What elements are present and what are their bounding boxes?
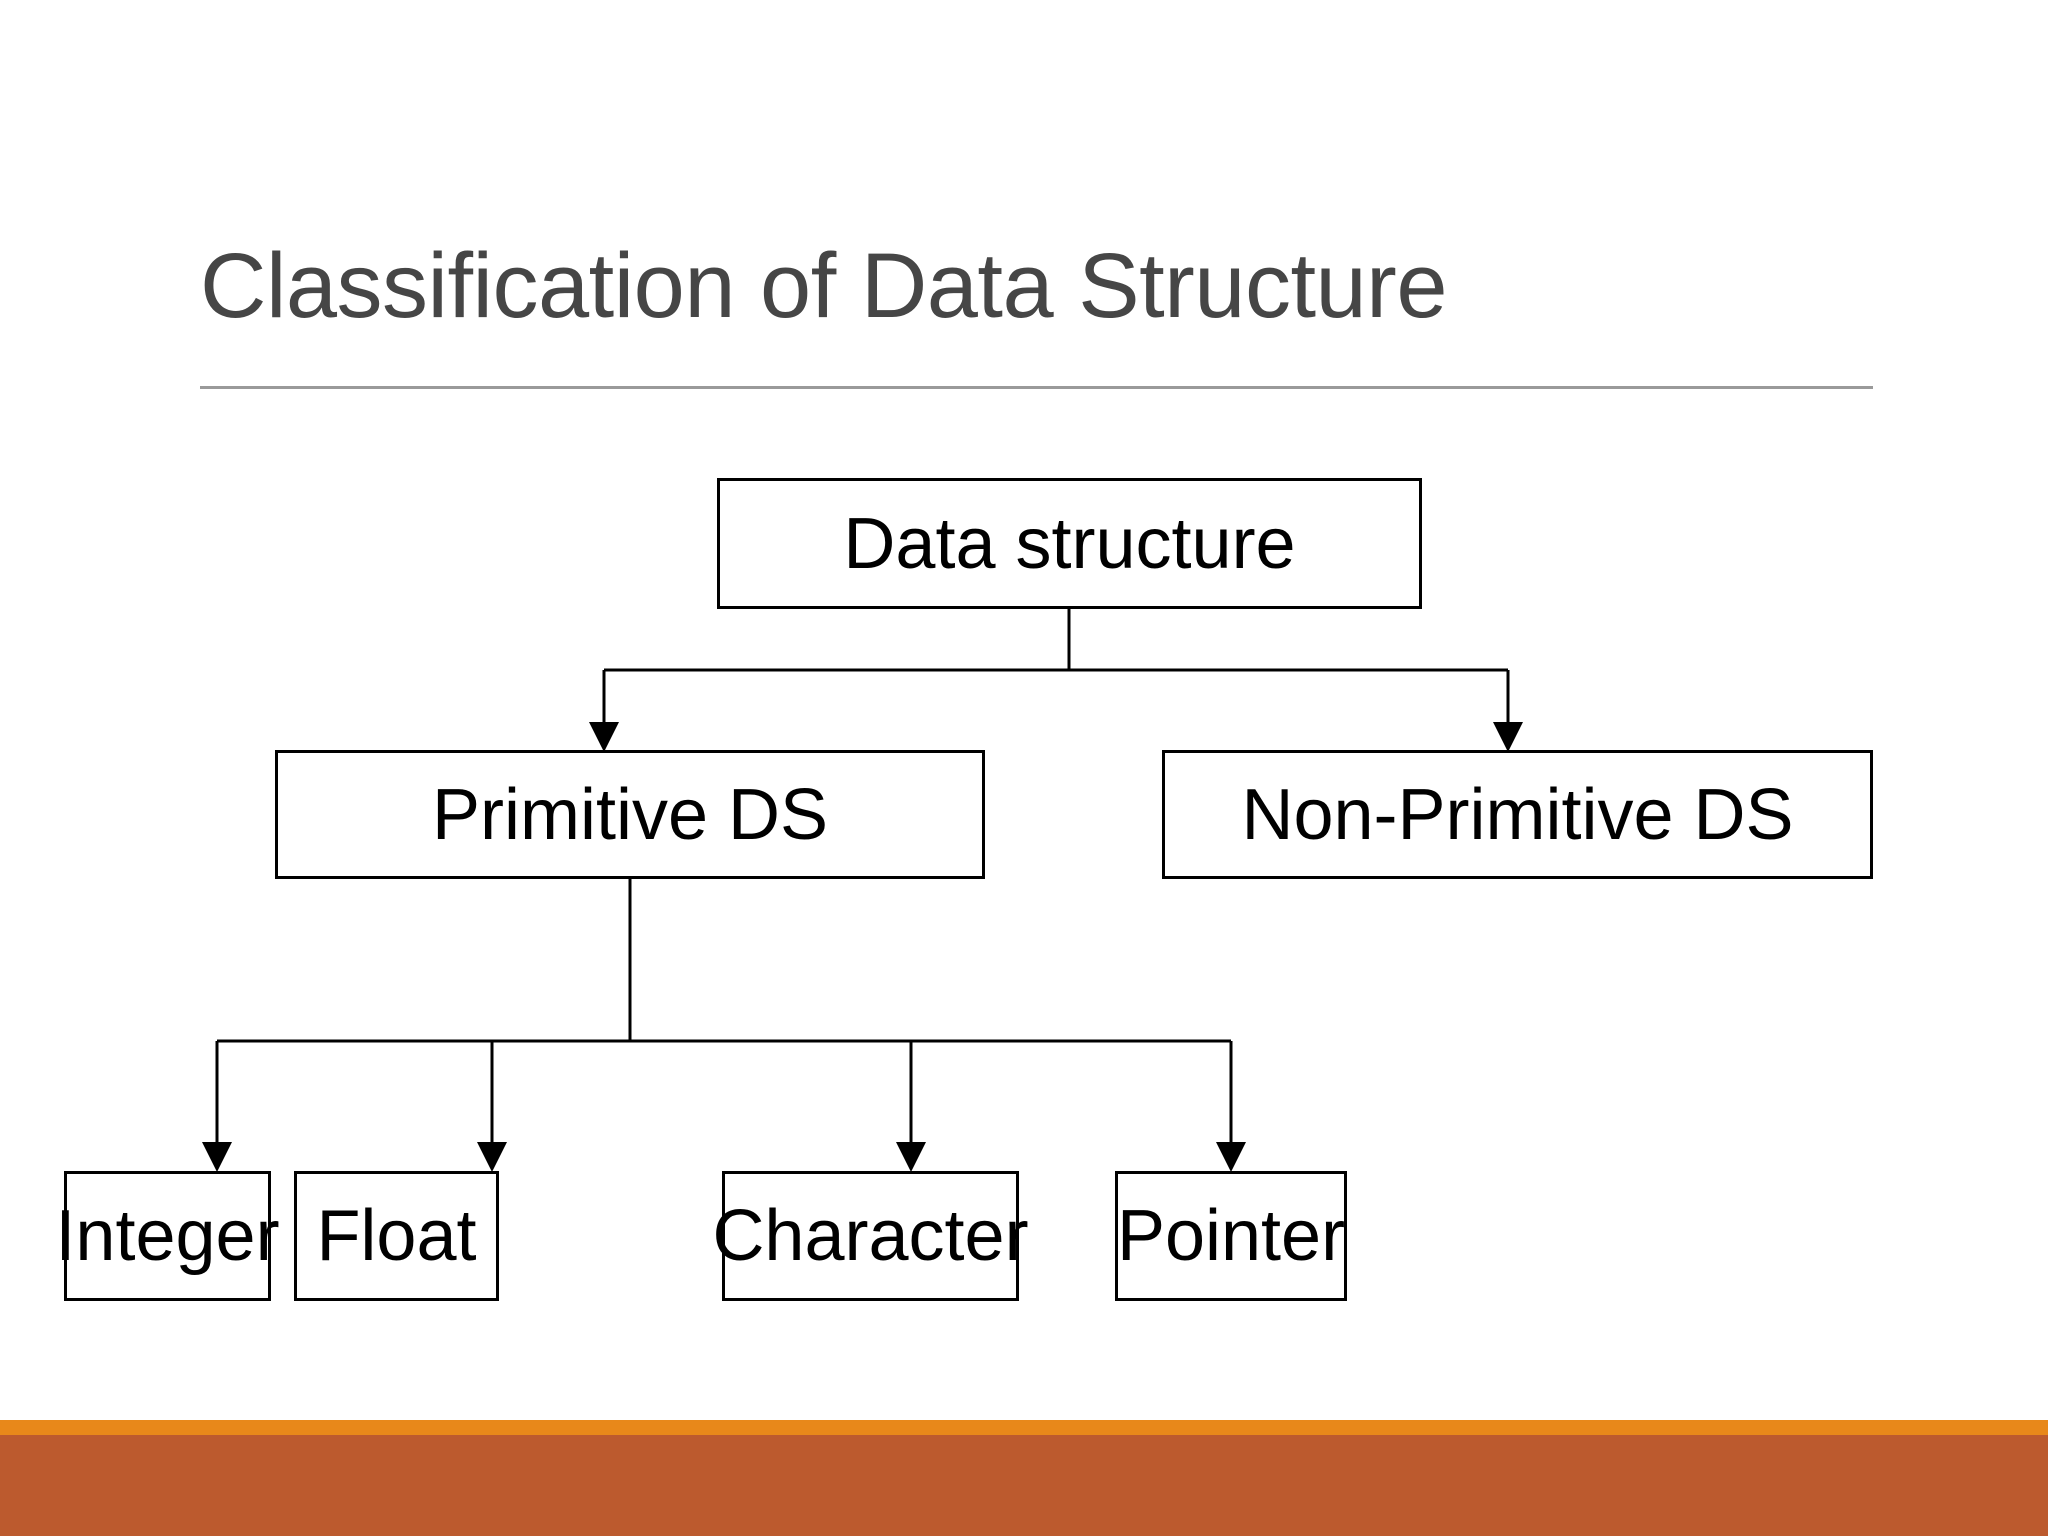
node-character[interactable]: Character [712,1171,1029,1301]
arrowhead-primitive [589,722,619,752]
node-primitive-ds[interactable]: Primitive DS [275,750,985,879]
footer-bar [0,1435,2048,1536]
title-divider [200,386,1873,389]
arrowhead-float [477,1142,507,1172]
arrowhead-character [896,1142,926,1172]
node-label: Pointer [1116,1196,1346,1276]
node-non-primitive-ds[interactable]: Non-Primitive DS [1162,750,1873,879]
node-label: Primitive DS [431,774,829,855]
page-title: Classification of Data Structure [200,235,1447,337]
node-pointer[interactable]: Pointer [1115,1171,1347,1301]
node-label: Character [712,1196,1029,1276]
node-label: Data structure [843,503,1296,584]
node-float[interactable]: Float [294,1171,499,1301]
node-label: Float [316,1196,477,1276]
node-label: Non-Primitive DS [1241,774,1794,855]
node-integer[interactable]: Integer [55,1171,280,1301]
arrowhead-integer [202,1142,232,1172]
node-label: Integer [55,1196,280,1276]
node-data-structure[interactable]: Data structure [717,478,1422,609]
arrowhead-pointer [1216,1142,1246,1172]
arrowhead-non-primitive [1493,722,1523,752]
footer-accent-bar [0,1420,2048,1435]
